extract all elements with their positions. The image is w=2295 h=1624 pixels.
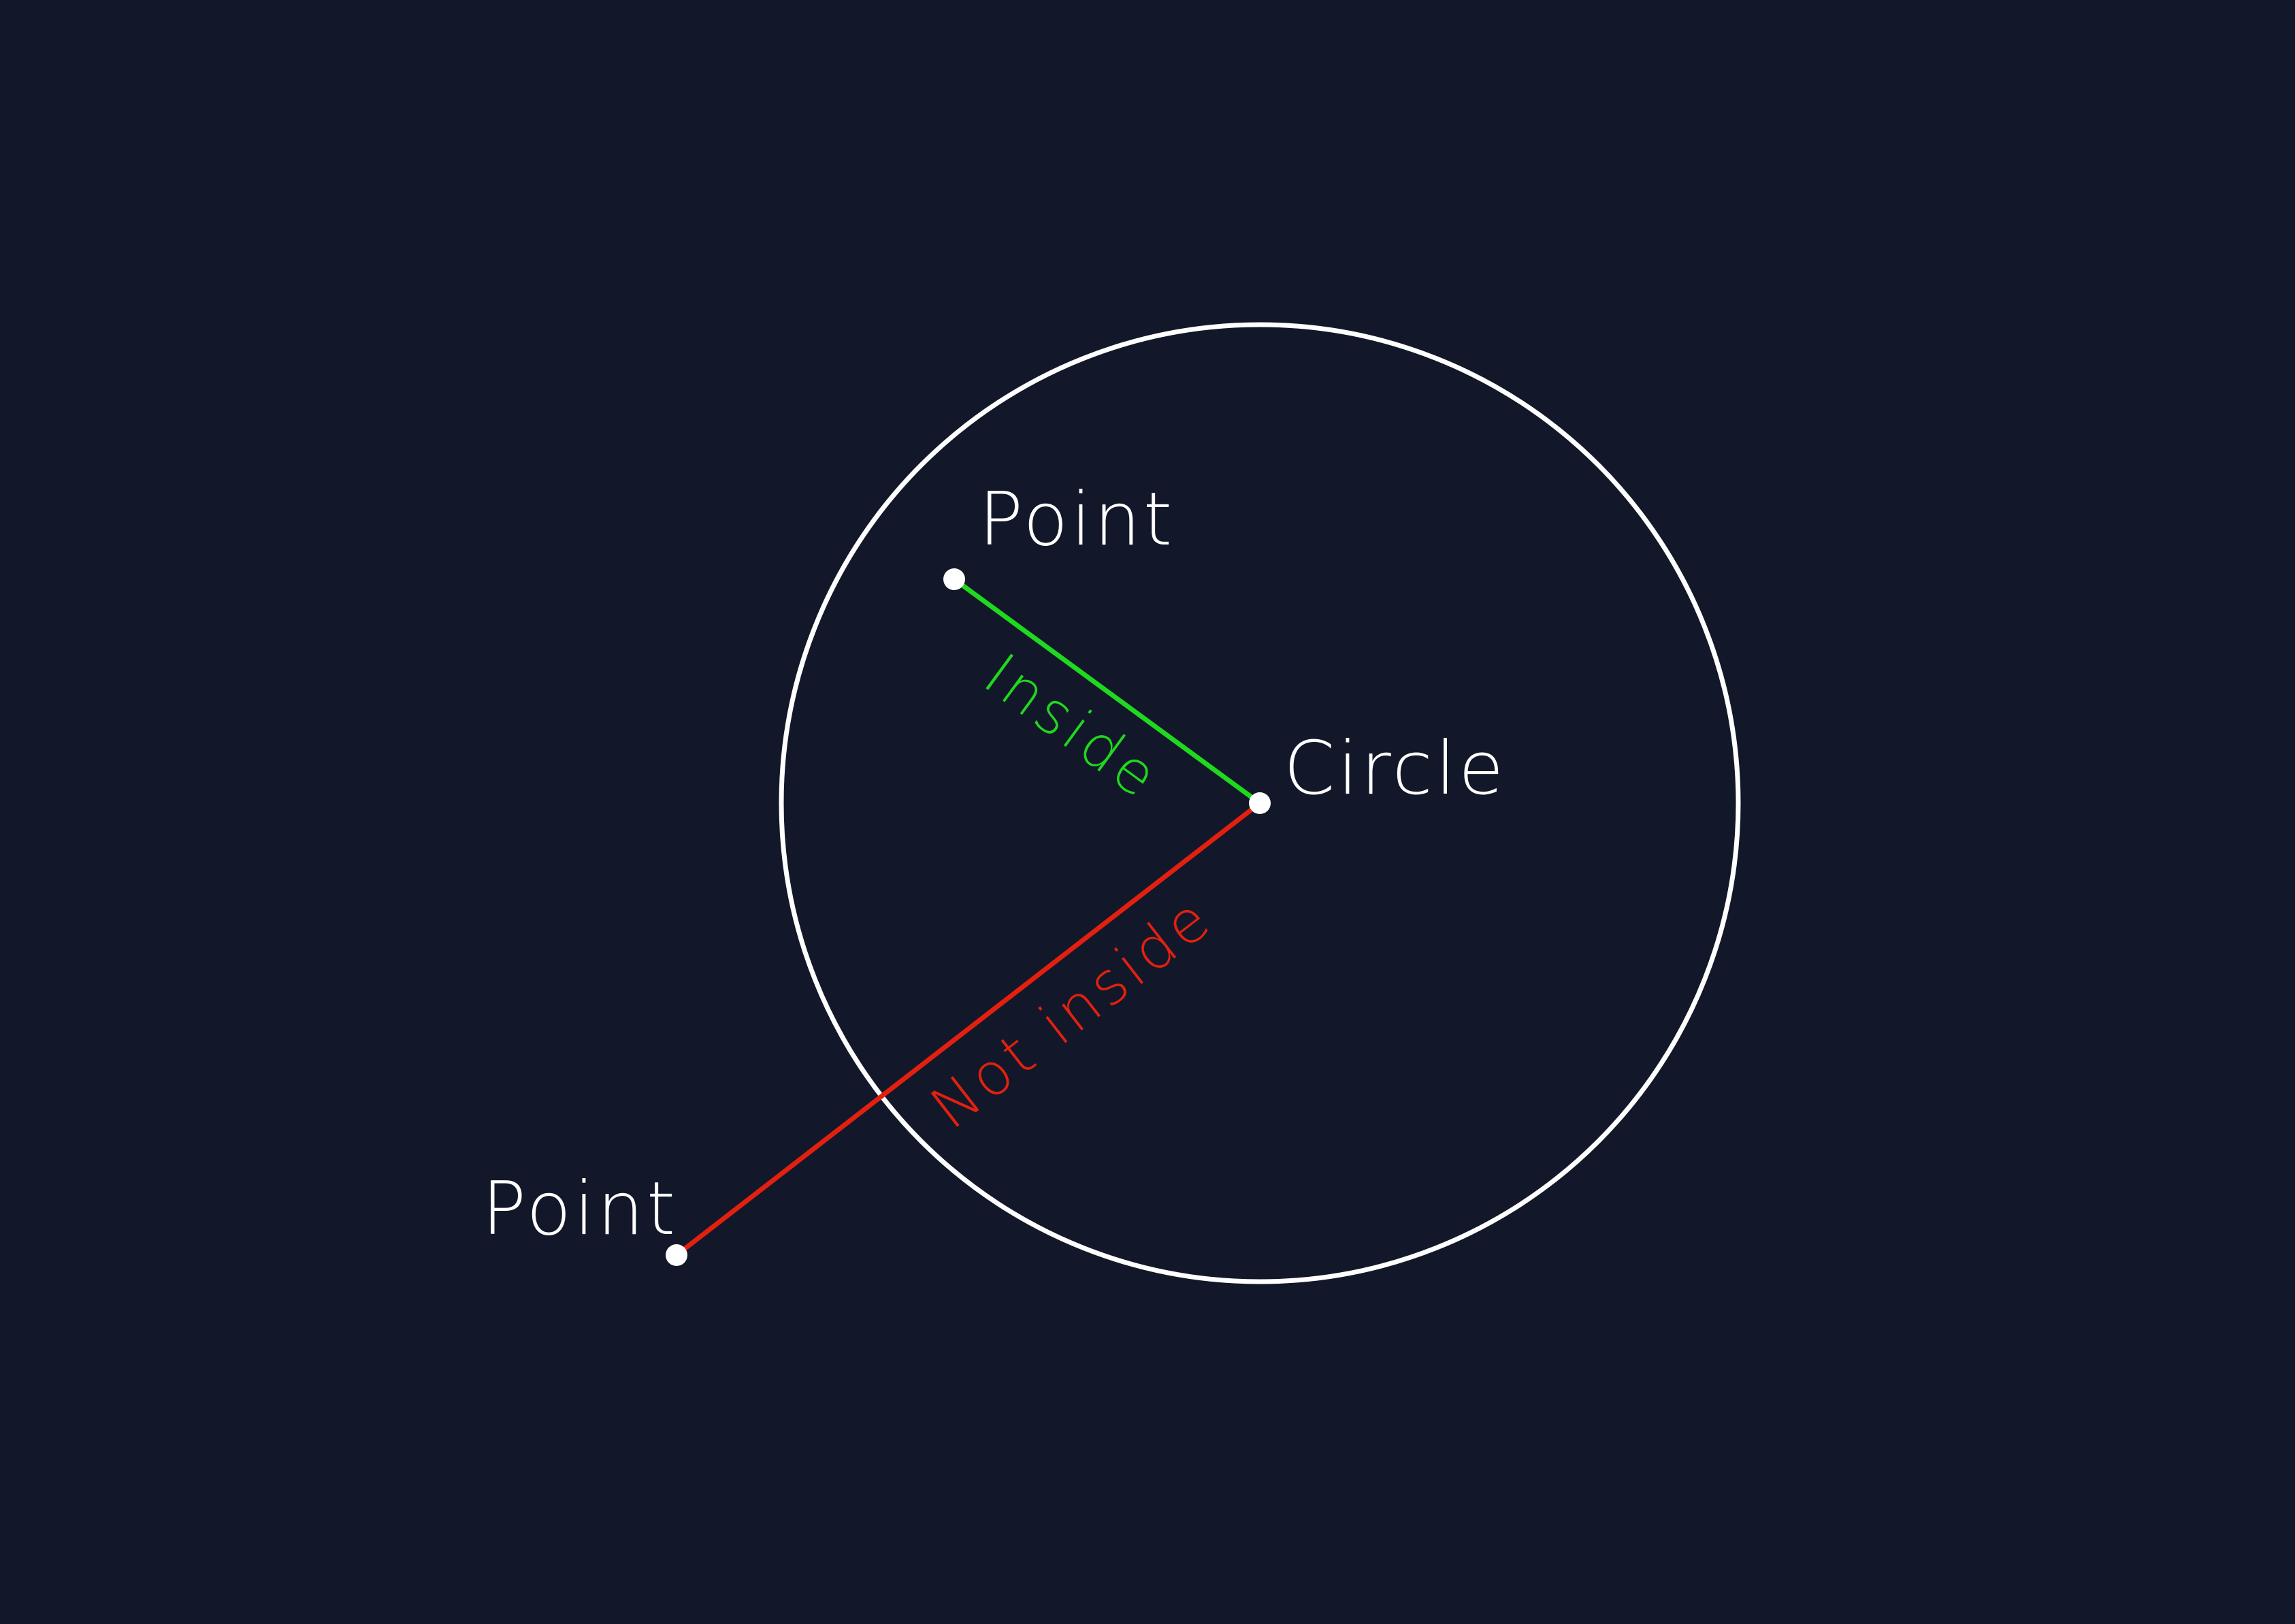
point-outside-label: Point	[482, 1167, 678, 1252]
inside-distance-line	[952, 577, 1262, 805]
circle-outline	[779, 322, 1741, 1284]
circle-center-dot	[1249, 792, 1271, 814]
point-inside-dot	[943, 568, 965, 590]
circle-center-label: Circle	[1284, 726, 1506, 811]
point-inside-label: Point	[979, 477, 1175, 562]
not-inside-distance-line	[674, 801, 1262, 1257]
point-outside-dot	[666, 1244, 687, 1266]
